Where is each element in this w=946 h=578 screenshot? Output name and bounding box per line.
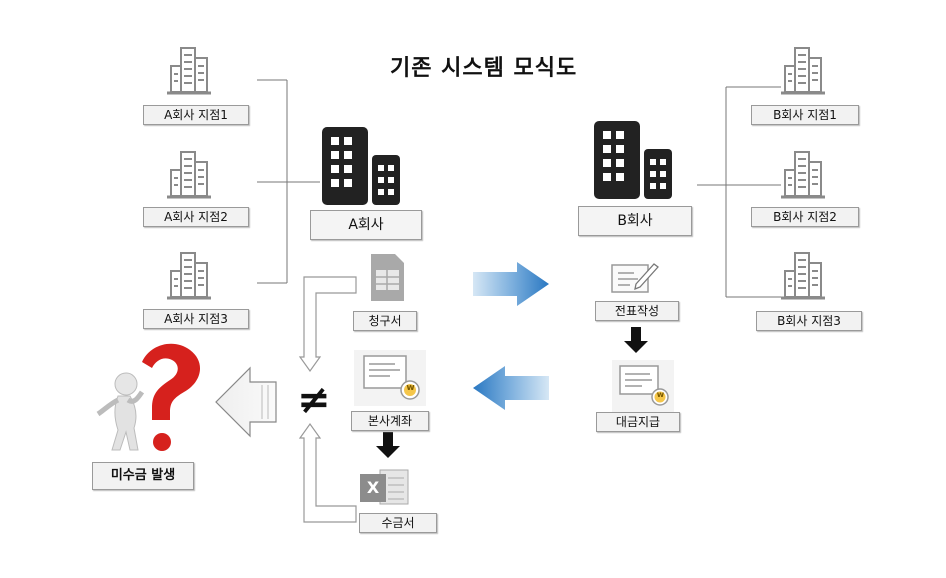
branch-building-icon [779, 150, 827, 199]
company-a-branch-3-label: A회사 지점3 [143, 309, 249, 329]
company-b-branch-1-label: B회사 지점1 [751, 105, 859, 125]
coin-badge-letter: w [406, 383, 415, 393]
company-a-branch-2-label: A회사 지점2 [143, 207, 249, 227]
payment-label: 대금지급 [596, 412, 680, 432]
branch-building-icon [165, 150, 213, 199]
hollow-left-arrow-icon [215, 366, 277, 438]
outstanding-receivables-label: 미수금 발생 [92, 462, 194, 490]
down-arrow-icon [624, 327, 648, 353]
company-a-label: A회사 [310, 210, 422, 240]
receipt-label: 수금서 [359, 513, 437, 533]
company-b-branch-3-label: B회사 지점3 [756, 311, 862, 331]
receipt-flow-connector [298, 422, 357, 523]
company-b-branch-2-label: B회사 지점2 [751, 207, 859, 227]
not-equal-sign: ≠ [297, 377, 331, 423]
company-a-building-icon [322, 127, 400, 205]
bank-account-document-icon [354, 350, 426, 406]
company-a-connector [257, 79, 320, 284]
question-mark-person-icon [96, 343, 201, 451]
company-b-building-icon [594, 121, 672, 199]
spreadsheet-icon [360, 469, 409, 505]
invoice-document-icon [371, 254, 404, 301]
branch-building-icon [165, 46, 213, 95]
invoice-flow-connector [298, 276, 357, 373]
transfer-right-arrow-icon [473, 262, 549, 306]
transfer-left-arrow-icon [473, 366, 549, 410]
head-account-label: 본사계좌 [351, 411, 429, 431]
invoice-label: 청구서 [353, 311, 417, 331]
company-b-label: B회사 [578, 206, 692, 236]
branch-building-icon [779, 251, 827, 300]
diagram-title: 기존 시스템 모식도 [390, 56, 578, 81]
branch-building-icon [779, 46, 827, 95]
company-a-branch-1-label: A회사 지점1 [143, 105, 249, 125]
company-b-connector [697, 86, 781, 298]
spreadsheet-letter: X [366, 478, 380, 497]
voucher-writing-icon [611, 263, 659, 293]
branch-building-icon [165, 251, 213, 300]
voucher-label: 전표작성 [595, 301, 679, 321]
payment-document-icon [612, 360, 674, 412]
down-arrow-icon [376, 432, 400, 458]
coin-badge-letter: w [656, 390, 665, 399]
